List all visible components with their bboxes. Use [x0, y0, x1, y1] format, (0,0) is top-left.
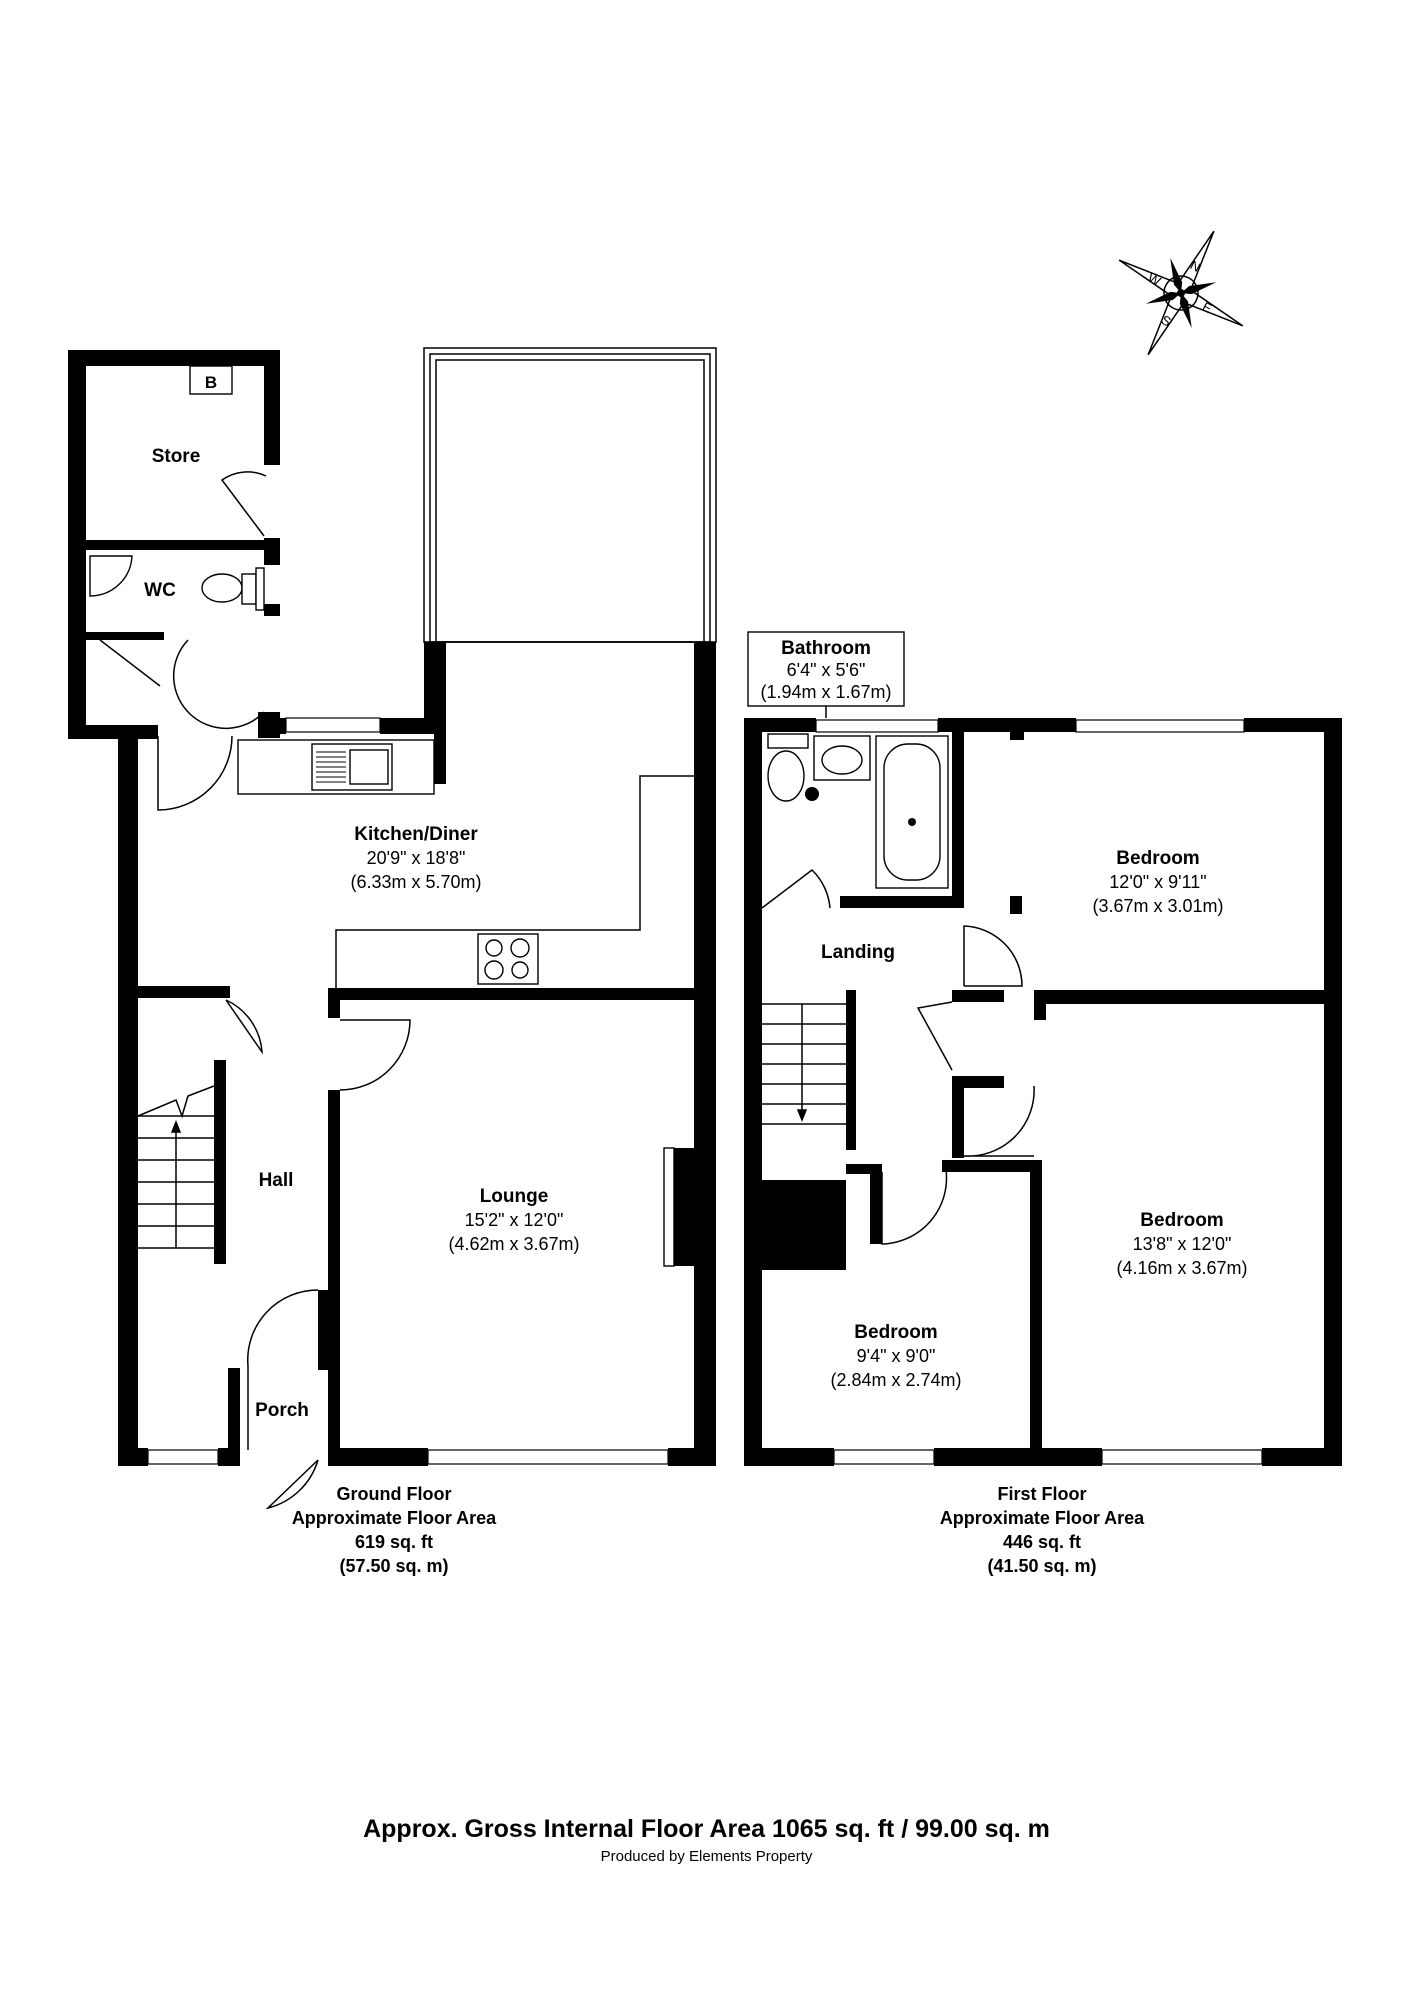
- bedroom1-dim-metric: (3.67m x 3.01m): [1092, 896, 1223, 916]
- kitchen-door-icon: [157, 735, 233, 811]
- wc-door-icon: [99, 639, 265, 730]
- lounge-dim-imperial: 15'2" x 12'0": [465, 1210, 564, 1230]
- door-icon: [220, 471, 267, 537]
- fireplace-icon: [663, 1147, 675, 1267]
- staircase-first-icon: [762, 1003, 846, 1125]
- first-floor-area-imperial: 446 sq. ft: [1003, 1532, 1081, 1552]
- bedroom1-name: Bedroom: [1116, 848, 1199, 869]
- bathroom-door-icon: [761, 869, 831, 909]
- kitchen-dim-imperial: 20'9" x 18'8": [367, 848, 466, 868]
- bathroom-dim-metric: (1.94m x 1.67m): [760, 682, 891, 702]
- lounge-name: Lounge: [480, 1186, 549, 1207]
- ground-floor-title: Ground Floor: [337, 1484, 452, 1504]
- kitchen-dim-metric: (6.33m x 5.70m): [350, 872, 481, 892]
- ground-floor-subtitle: Approximate Floor Area: [292, 1508, 497, 1528]
- ground-floor-plan: B: [68, 347, 717, 1510]
- bedroom2-dim-imperial: 13'8" x 12'0": [1133, 1234, 1232, 1254]
- first-floor-plan: [744, 631, 1342, 1466]
- porch-name: Porch: [255, 1400, 309, 1421]
- store-name: Store: [152, 446, 201, 467]
- staircase-icon: [137, 1085, 215, 1249]
- boiler-label: B: [205, 373, 217, 392]
- porch-door-icon: [246, 1289, 319, 1450]
- bedroom2-door-icon: [963, 1085, 1035, 1157]
- hall-name: Hall: [259, 1170, 294, 1191]
- bedroom2-name: Bedroom: [1140, 1210, 1223, 1231]
- ground-floor-area-imperial: 619 sq. ft: [355, 1532, 433, 1552]
- first-floor-area-metric: (41.50 sq. m): [987, 1556, 1096, 1576]
- bedroom2-dim-metric: (4.16m x 3.67m): [1116, 1258, 1247, 1278]
- hall-door-icon: [225, 999, 263, 1055]
- bedroom3-dim-imperial: 9'4" x 9'0": [857, 1346, 936, 1366]
- toilet-icon: [201, 573, 243, 603]
- first-floor-subtitle: Approximate Floor Area: [940, 1508, 1145, 1528]
- bedroom3-door-icon: [881, 1159, 948, 1245]
- wc-name: WC: [144, 580, 176, 601]
- lounge-dim-metric: (4.62m x 3.67m): [448, 1234, 579, 1254]
- cupboard-door-icon: [916, 1001, 953, 1071]
- corner-basin-icon: [89, 555, 133, 597]
- bedroom3-name: Bedroom: [854, 1322, 937, 1343]
- first-floor-title: First Floor: [998, 1484, 1087, 1504]
- producer-credit: Produced by Elements Property: [600, 1848, 813, 1865]
- total-floor-area: Approx. Gross Internal Floor Area 1065 s…: [363, 1815, 1050, 1843]
- bathroom-label-box: [747, 631, 905, 707]
- bedroom3-dim-metric: (2.84m x 2.74m): [830, 1370, 961, 1390]
- compass-rose-icon: N S W E: [1118, 230, 1244, 356]
- lounge-door-icon: [339, 1019, 411, 1091]
- kitchen-name: Kitchen/Diner: [354, 824, 478, 845]
- landing-name: Landing: [821, 942, 895, 963]
- front-door-icon: [265, 1459, 319, 1510]
- bathroom-name: Bathroom: [781, 638, 871, 659]
- ground-floor-area-metric: (57.50 sq. m): [339, 1556, 448, 1576]
- bathroom-dim-imperial: 6'4" x 5'6": [787, 660, 866, 680]
- bedroom1-dim-imperial: 12'0" x 9'11": [1109, 872, 1206, 892]
- bedroom1-door-icon: [963, 925, 1023, 987]
- boiler-icon: [189, 365, 233, 395]
- toilet-icon-first: [767, 733, 809, 749]
